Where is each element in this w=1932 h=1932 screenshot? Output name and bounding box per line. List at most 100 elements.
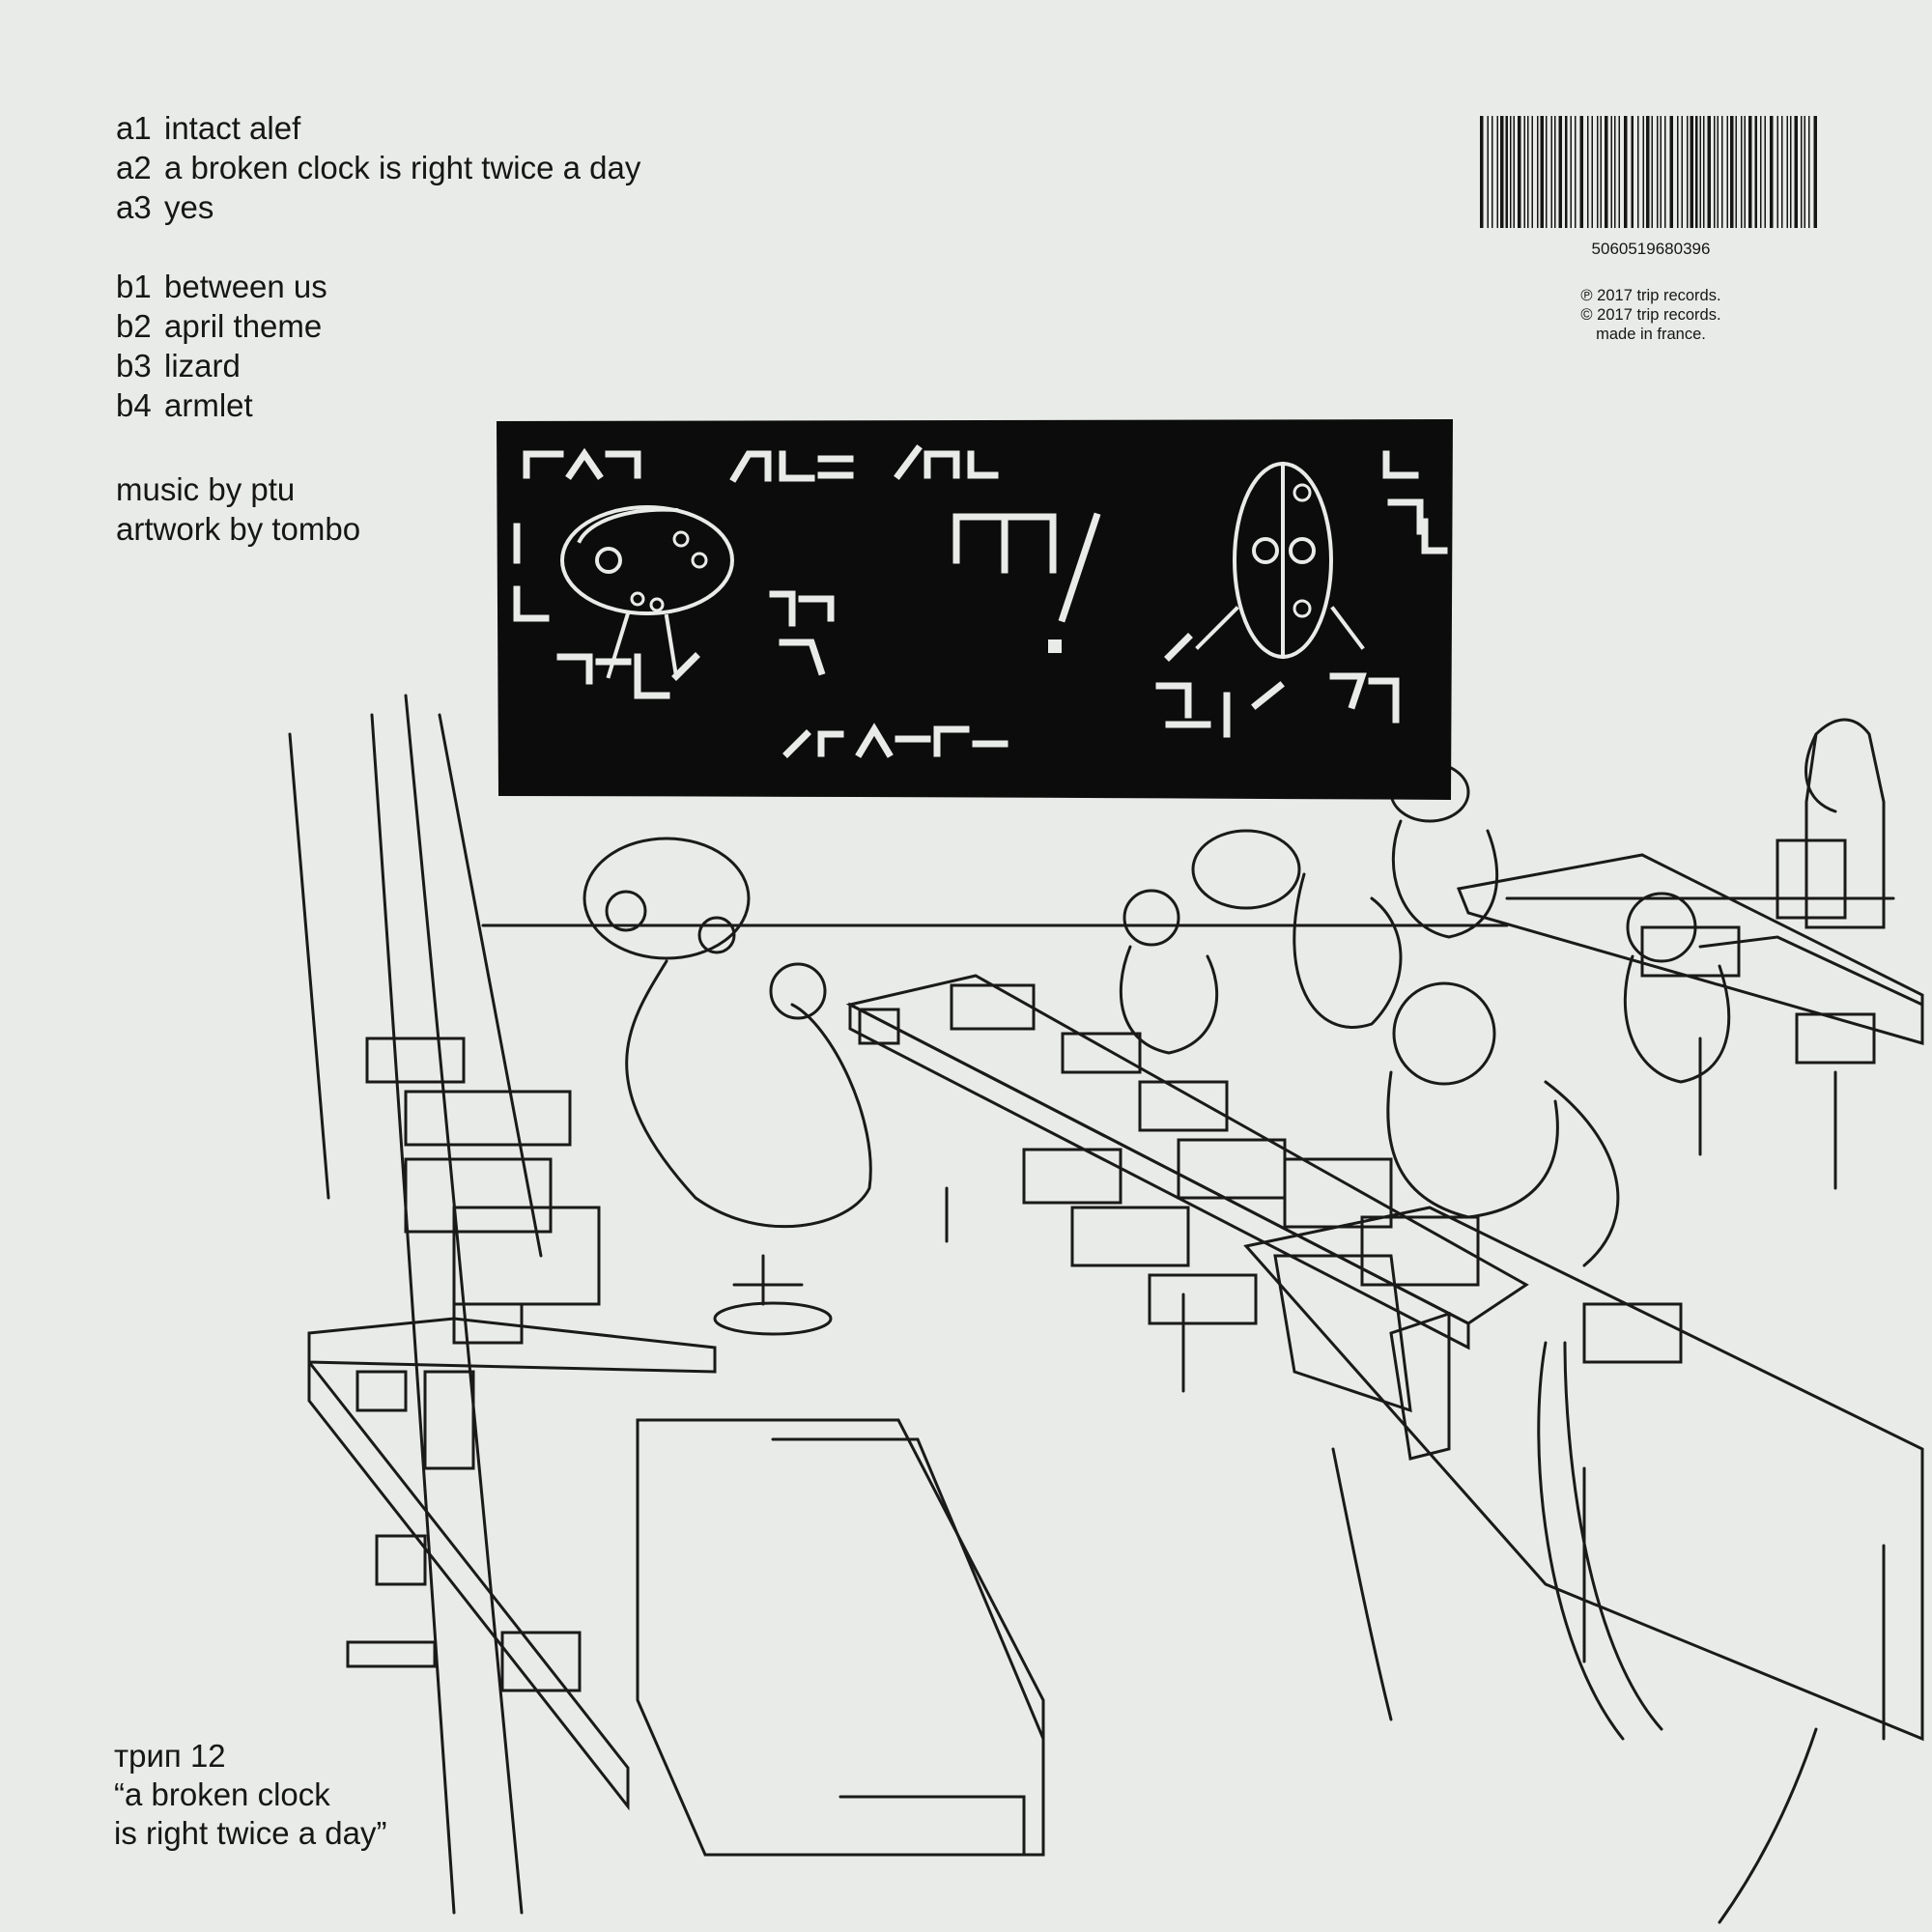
barcode-bar xyxy=(1523,116,1525,228)
barcode-bar xyxy=(1754,116,1757,228)
barcode-bar xyxy=(1790,116,1792,228)
barcode-bar xyxy=(1651,116,1653,228)
barcode-bar xyxy=(1513,116,1515,228)
barcode-bar xyxy=(1487,116,1489,228)
legal-info: ℗ 2017 trip records. © 2017 trip records… xyxy=(1478,286,1824,344)
barcode-bar xyxy=(1591,116,1593,228)
barcode-bar xyxy=(1510,116,1512,228)
barcode-bar xyxy=(1496,116,1498,228)
barcode-bar xyxy=(1760,116,1762,228)
barcode-bar xyxy=(1764,116,1766,228)
tracklist: a1 intact alef a2 a broken clock is righ… xyxy=(116,108,640,425)
origin: made in france. xyxy=(1596,326,1706,343)
barcode-bar xyxy=(1550,116,1552,228)
barcode-bar xyxy=(1776,116,1778,228)
track-b1: b1 between us xyxy=(116,267,640,306)
barcode-bar xyxy=(1687,116,1689,228)
barcode-bar xyxy=(1624,116,1628,228)
release-title-line1: “a broken clock xyxy=(114,1776,330,1812)
barcode-bar xyxy=(1492,116,1493,228)
barcode-bar xyxy=(1618,116,1620,228)
barcode-bar xyxy=(1794,116,1798,228)
track-code: b1 xyxy=(116,269,152,304)
release-title-line2: is right twice a day” xyxy=(114,1815,387,1851)
barcode-bar xyxy=(1518,116,1521,228)
track-code: a2 xyxy=(116,150,152,185)
barcode-bar xyxy=(1540,116,1544,228)
barcode-bar xyxy=(1690,116,1693,228)
track-b4: b4 armlet xyxy=(116,385,640,425)
barcode-bar xyxy=(1804,116,1805,228)
barcode-bar xyxy=(1681,116,1683,228)
track-title: april theme xyxy=(164,308,323,344)
phonographic-copyright: ℗ 2017 trip records. xyxy=(1580,287,1721,304)
barcode-bar xyxy=(1735,116,1737,228)
barcode-bar xyxy=(1781,116,1783,228)
barcode-bar xyxy=(1570,116,1572,228)
barcode-bar xyxy=(1786,116,1788,228)
barcode-bar xyxy=(1587,116,1589,228)
barcode-bar xyxy=(1575,116,1577,228)
barcode-bar xyxy=(1801,116,1803,228)
barcode-bar xyxy=(1505,116,1508,228)
track-code: a1 xyxy=(116,110,152,146)
barcode-bar xyxy=(1695,116,1698,228)
track-title: armlet xyxy=(164,387,253,423)
barcode-bar xyxy=(1558,116,1562,228)
copyright: © 2017 trip records. xyxy=(1580,306,1721,324)
barcode-bar xyxy=(1813,116,1817,228)
barcode-bar xyxy=(1707,116,1711,228)
barcode-bar xyxy=(1770,116,1774,228)
trip-banner xyxy=(497,419,1453,800)
barcode-bar xyxy=(1657,116,1659,228)
barcode-bar xyxy=(1565,116,1568,228)
barcode-bar xyxy=(1717,116,1719,228)
track-title: yes xyxy=(164,189,214,225)
track-code: b4 xyxy=(116,387,152,423)
barcode-bar xyxy=(1579,116,1583,228)
artwork-credit: artwork by tombo xyxy=(116,511,361,547)
barcode-bar xyxy=(1531,116,1533,228)
barcode-bar xyxy=(1600,116,1602,228)
barcode-bar xyxy=(1808,116,1810,228)
music-credit: music by ptu xyxy=(116,471,296,507)
barcode-number: 5060519680396 xyxy=(1591,240,1711,258)
track-code: a3 xyxy=(116,189,152,225)
track-title: between us xyxy=(164,269,327,304)
track-title: a broken clock is right twice a day xyxy=(164,150,641,185)
barcode-icon xyxy=(1480,116,1817,228)
track-b2: b2 april theme xyxy=(116,306,640,346)
barcode xyxy=(1478,116,1824,233)
side-gap xyxy=(116,227,640,267)
barcode-bar xyxy=(1677,116,1679,228)
track-a2: a2 a broken clock is right twice a day xyxy=(116,148,640,187)
catalog-number: трип 12 xyxy=(114,1738,226,1774)
trip-logo-icon xyxy=(952,512,1101,653)
barcode-bar xyxy=(1699,116,1701,228)
track-a3: a3 yes xyxy=(116,187,640,227)
barcode-bar xyxy=(1730,116,1734,228)
track-title: intact alef xyxy=(164,110,301,146)
barcode-bar xyxy=(1631,116,1634,228)
barcode-bar xyxy=(1537,116,1539,228)
barcode-bar xyxy=(1605,116,1608,228)
barcode-bar xyxy=(1714,116,1716,228)
track-title: lizard xyxy=(164,348,241,384)
barcode-bar xyxy=(1500,116,1504,228)
barcode-bar xyxy=(1480,116,1484,228)
barcode-bar xyxy=(1610,116,1612,228)
barcode-bar xyxy=(1646,116,1650,228)
barcode-bar xyxy=(1660,116,1662,228)
track-code: b2 xyxy=(116,308,152,344)
barcode-bar xyxy=(1721,116,1723,228)
barcode-bar xyxy=(1703,116,1705,228)
catalog-block: трип 12 “a broken clock is right twice a… xyxy=(114,1737,386,1853)
credits: music by ptu artwork by tombo xyxy=(116,469,360,549)
barcode-bar xyxy=(1546,116,1548,228)
barcode-bar xyxy=(1664,116,1666,228)
barcode-bar xyxy=(1614,116,1616,228)
barcode-bar xyxy=(1748,116,1752,228)
barcode-bar xyxy=(1642,116,1644,228)
